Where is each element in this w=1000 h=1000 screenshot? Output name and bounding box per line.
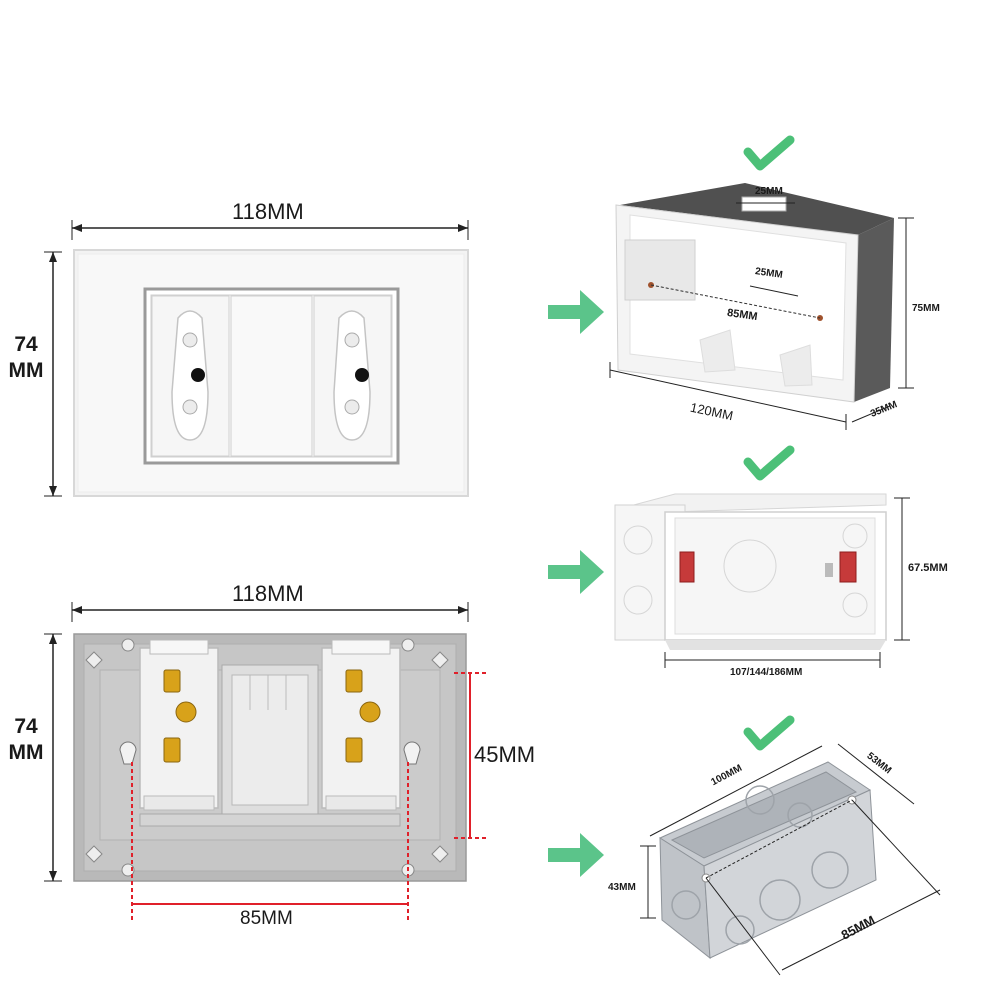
front-height-value: 74 (14, 333, 38, 356)
boxes-column: 25MM 25MM 85MM 120MM 75MM 35MM 67.5MM 10… (500, 0, 1000, 1000)
metal-height-label: 43MM (608, 882, 636, 893)
back-height-value: 74 (14, 715, 38, 738)
back-panel-figure: 118MM 74 MM 45MM 85MM (0, 500, 536, 1000)
boxes-drawing (548, 135, 941, 976)
white-length-label: 107/144/186MM (730, 667, 803, 678)
front-panel-figure: 118MM 74 MM (0, 0, 500, 500)
check-icon-2 (743, 445, 795, 481)
back-width-label: 118MM (232, 581, 304, 606)
back-height-unit: MM (8, 741, 44, 764)
front-width-label: 118MM (232, 199, 304, 224)
plastic-top-slot-label: 25MM (755, 186, 783, 197)
mount-height-label: 45MM (474, 742, 536, 767)
back-panel-drawing (44, 602, 488, 922)
front-panel-drawing (44, 220, 469, 497)
back-height-label: 74 MM (6, 714, 46, 766)
front-height-label: 74 MM (6, 332, 46, 384)
mount-width-label: 85MM (240, 908, 293, 929)
front-height-unit: MM (8, 359, 44, 382)
check-icon-1 (743, 135, 795, 171)
check-icon-3 (743, 715, 795, 751)
white-height-label: 67.5MM (908, 562, 948, 574)
plastic-height-label: 75MM (912, 303, 940, 314)
